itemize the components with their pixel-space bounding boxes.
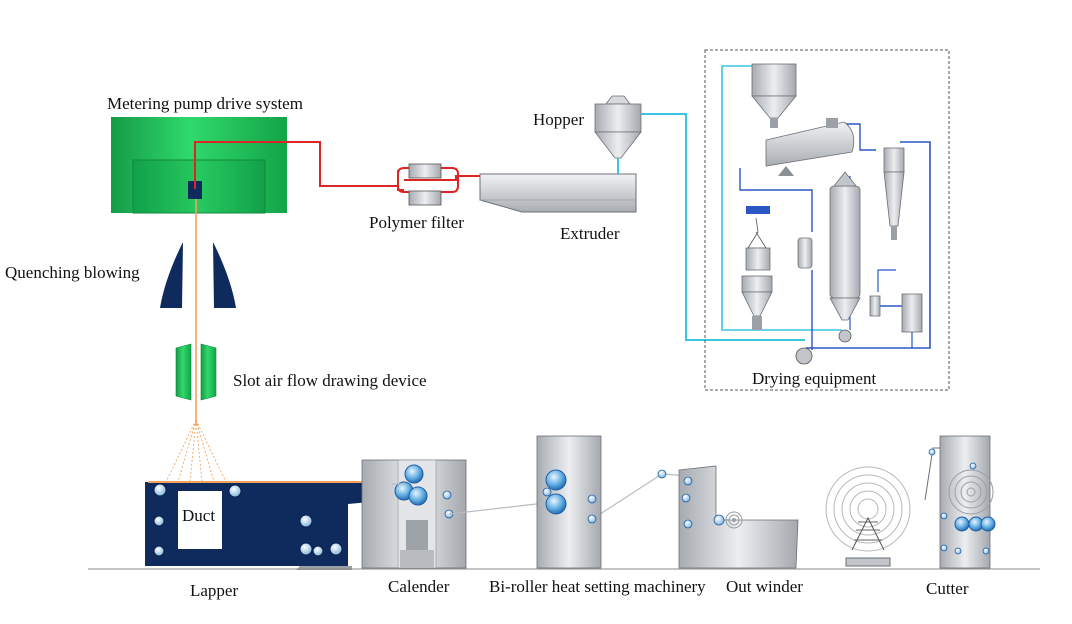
out-winder-label: Out winder xyxy=(726,577,803,596)
hopper xyxy=(594,95,642,174)
duct-label: Duct xyxy=(182,506,216,525)
quenching-label: Quenching blowing xyxy=(5,263,140,282)
cutter xyxy=(825,466,911,567)
polymer-filter-label: Polymer filter xyxy=(369,213,464,232)
spinneret-block xyxy=(188,181,202,199)
heat-setting-machine xyxy=(536,435,602,569)
lapper xyxy=(145,481,392,570)
out-winder xyxy=(657,465,799,569)
quenching-shields xyxy=(160,242,236,308)
metering-pump-label: Metering pump drive system xyxy=(107,94,303,113)
slot-air-label: Slot air flow drawing device xyxy=(233,371,427,390)
calender xyxy=(361,459,467,569)
metering-pump-block xyxy=(111,117,287,214)
drying-equipment xyxy=(704,49,950,391)
bi-roller-label: Bi-roller heat setting machinery xyxy=(489,577,706,596)
lapper-label: Lapper xyxy=(190,581,239,600)
fiber-spray xyxy=(165,419,227,483)
cutter-machine xyxy=(924,435,996,569)
drying-label: Drying equipment xyxy=(752,369,877,388)
hopper-label: Hopper xyxy=(533,110,584,129)
cutter-label: Cutter xyxy=(926,579,969,598)
feed-line xyxy=(641,113,805,341)
calender-label: Calender xyxy=(388,577,450,596)
extruder-label: Extruder xyxy=(560,224,620,243)
slot-air-device xyxy=(175,343,217,401)
polymer-filter xyxy=(397,163,459,206)
extruder xyxy=(479,173,637,213)
